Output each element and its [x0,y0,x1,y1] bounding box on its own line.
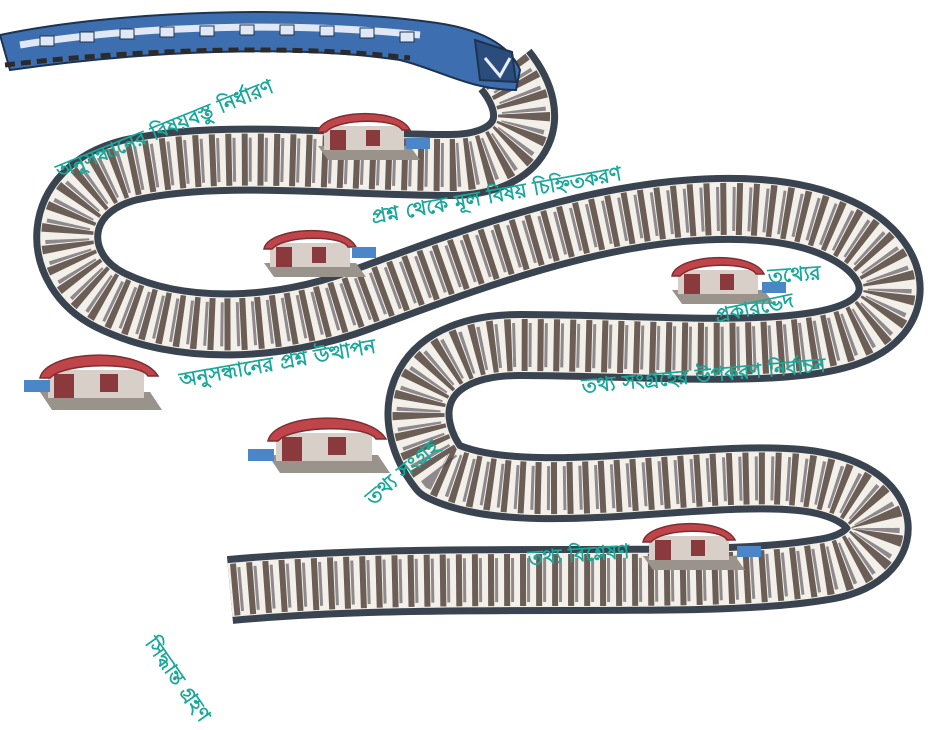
station-sign-icon [248,449,274,461]
railway-track [67,70,889,590]
station-sign-icon [406,138,430,149]
station-sign-icon [24,380,50,392]
station-question-raise [24,355,162,410]
railway-diagram [0,0,931,689]
station-data-collection [248,418,390,473]
station-sign-icon [737,546,761,557]
station-core-topic [264,231,376,277]
station-sign-icon [352,247,376,258]
